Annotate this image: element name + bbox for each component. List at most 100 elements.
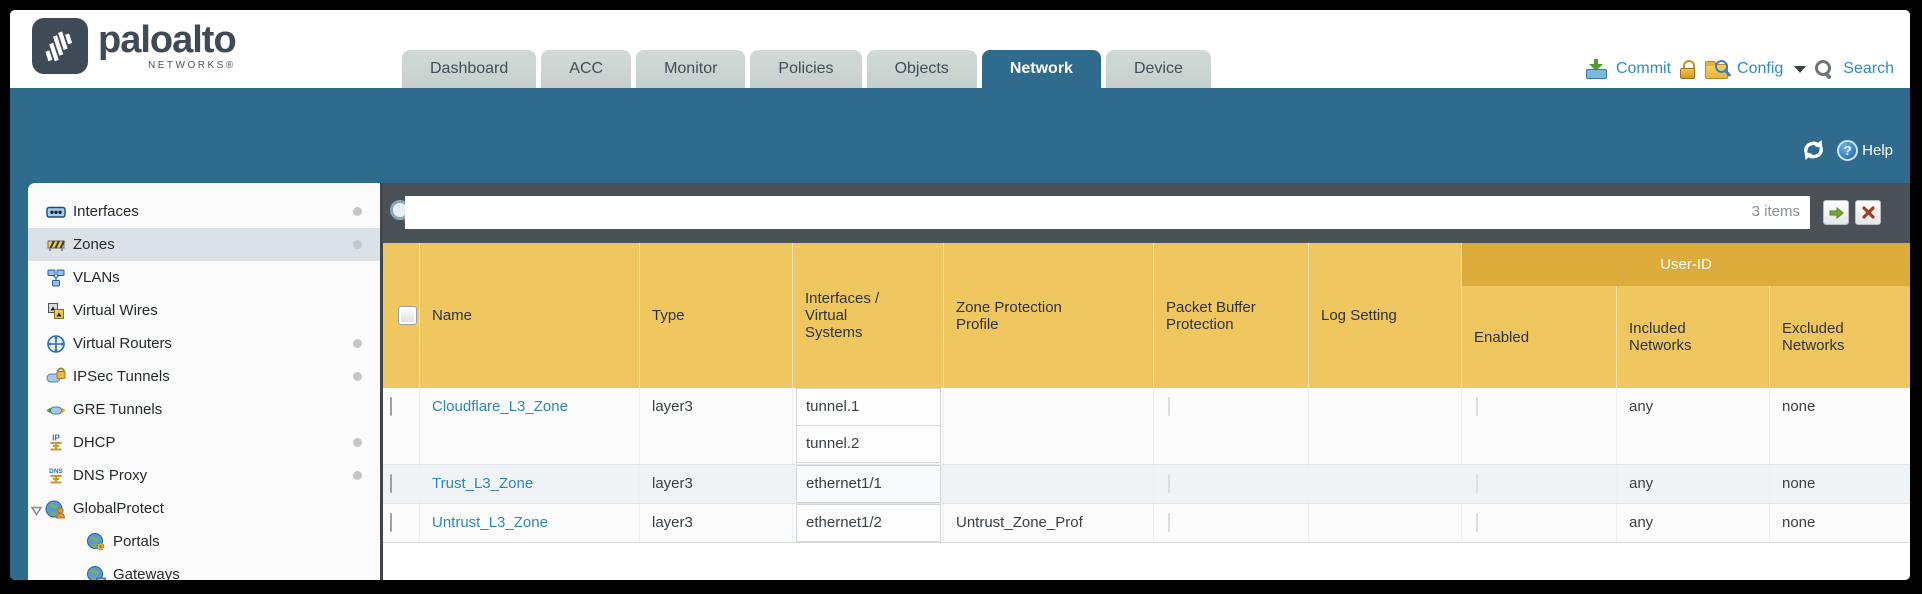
sidebar-item-virtual-wires[interactable]: Virtual Wires <box>28 294 380 327</box>
sidebar-divider <box>380 183 383 580</box>
user-id-enabled-checkbox[interactable] <box>1476 474 1478 493</box>
zone-name-cell: Trust_L3_Zone <box>420 465 640 503</box>
caret-down-icon[interactable] <box>1794 65 1807 73</box>
status-dot <box>353 471 362 480</box>
column-header-packet-buffer[interactable]: Packet Buffer Protection <box>1154 243 1309 388</box>
sidebar-item-label: Gateways <box>113 566 180 580</box>
config-link[interactable]: Config <box>1737 60 1784 77</box>
lock-icon[interactable] <box>1680 59 1696 79</box>
column-header-excluded-networks[interactable]: Excluded Networks <box>1782 320 1845 354</box>
row-checkbox[interactable] <box>390 513 392 532</box>
tab-objects[interactable]: Objects <box>866 50 977 88</box>
column-header-interfaces[interactable]: Interfaces / Virtual Systems <box>793 243 944 388</box>
sidebar-item-gateways[interactable]: Gateways <box>28 558 380 580</box>
included-networks-cell: any <box>1617 504 1770 542</box>
status-dot <box>353 339 362 348</box>
user-id-enabled-cell <box>1462 465 1617 503</box>
status-dot <box>353 438 362 447</box>
interface-entry: ethernet1/2 <box>796 504 941 542</box>
zone-protection-cell <box>944 388 1154 464</box>
zone-name-cell: Untrust_L3_Zone <box>420 504 640 542</box>
row-checkbox[interactable] <box>390 474 392 493</box>
help-button[interactable]: ? Help <box>1837 139 1893 161</box>
refresh-icon[interactable] <box>1800 138 1827 162</box>
user-id-group-header: User-ID <box>1462 243 1910 286</box>
interface-entry: tunnel.2 <box>796 425 941 463</box>
column-header-enabled[interactable]: Enabled <box>1462 286 1617 388</box>
logo-text: paloalto NETWORKS® <box>98 21 237 71</box>
sidebar-item-dhcp[interactable]: IP DHCP <box>28 426 380 459</box>
help-icon: ? <box>1837 139 1859 161</box>
config-icon <box>1705 59 1732 79</box>
sidebar-item-ipsec-tunnels[interactable]: IPSec Tunnels <box>28 360 380 393</box>
packet-buffer-checkbox[interactable] <box>1168 474 1170 493</box>
content-area: Interfaces Zones VLANs Vir <box>10 183 1910 580</box>
top-action-links: Commit Config Search <box>1585 59 1894 79</box>
top-bar: paloalto NETWORKS® Dashboard ACC Monitor… <box>10 10 1910 88</box>
search-link[interactable]: Search <box>1843 60 1894 77</box>
status-dot <box>353 240 362 249</box>
commit-link[interactable]: Commit <box>1615 60 1672 77</box>
column-header-included-networks[interactable]: Included Networks <box>1617 286 1770 388</box>
sidebar-item-label: Interfaces <box>73 203 139 220</box>
virtual-routers-icon <box>45 333 66 354</box>
sidebar-item-vlans[interactable]: VLANs <box>28 261 380 294</box>
app-window: paloalto NETWORKS® Dashboard ACC Monitor… <box>10 10 1910 580</box>
zone-name-link[interactable]: Cloudflare_L3_Zone <box>432 398 568 415</box>
sidebar-item-interfaces[interactable]: Interfaces <box>28 195 380 228</box>
sidebar-item-zones[interactable]: Zones <box>28 228 380 261</box>
user-id-enabled-checkbox[interactable] <box>1476 397 1478 416</box>
select-all-checkbox[interactable] <box>397 306 417 325</box>
tab-monitor[interactable]: Monitor <box>636 50 746 88</box>
band-actions: ? Help <box>1800 138 1893 162</box>
row-select-cell <box>383 465 420 503</box>
zone-filter-input[interactable] <box>405 196 1810 229</box>
help-label: Help <box>1862 141 1893 159</box>
column-header-zone-protection[interactable]: Zone Protection Profile <box>944 243 1154 388</box>
filter-bar: 3 items <box>383 183 1910 243</box>
tab-network[interactable]: Network <box>981 50 1101 88</box>
user-id-column-group: User-ID Enabled Included Networks Exclud… <box>1462 243 1910 388</box>
column-header-type[interactable]: Type <box>640 243 793 388</box>
zone-name-link[interactable]: Trust_L3_Zone <box>432 475 534 492</box>
column-header-log-setting[interactable]: Log Setting <box>1309 243 1462 388</box>
zone-type-cell: layer3 <box>640 388 793 464</box>
excluded-networks-cell: none <box>1782 514 1816 531</box>
tab-acc[interactable]: ACC <box>541 50 632 88</box>
interfaces-icon <box>45 201 66 222</box>
zone-name-link[interactable]: Untrust_L3_Zone <box>432 514 548 531</box>
tab-policies[interactable]: Policies <box>750 50 862 88</box>
sidebar-item-dns-proxy[interactable]: DNS DNS Proxy <box>28 459 380 492</box>
packet-buffer-checkbox[interactable] <box>1168 513 1170 532</box>
header-select-all-cell <box>383 243 420 388</box>
excluded-networks-cell: none <box>1782 475 1816 492</box>
zone-protection-cell <box>944 465 1154 503</box>
clear-filter-button[interactable] <box>1855 200 1881 225</box>
packet-buffer-checkbox[interactable] <box>1168 397 1170 416</box>
status-dot <box>353 372 362 381</box>
collapse-triangle-icon[interactable] <box>30 503 43 520</box>
apply-filter-button[interactable] <box>1823 200 1849 225</box>
red-x-icon <box>1861 206 1875 219</box>
zones-main-panel: 3 items Name Type Interfaces / Virtual S… <box>383 183 1910 580</box>
sidebar-item-virtual-routers[interactable]: Virtual Routers <box>28 327 380 360</box>
globalprotect-icon <box>45 498 66 519</box>
zone-type-cell: layer3 <box>640 465 793 503</box>
row-select-cell <box>383 504 420 542</box>
sidebar-item-globalprotect[interactable]: GlobalProtect <box>28 492 380 525</box>
tab-dashboard[interactable]: Dashboard <box>402 50 537 88</box>
included-networks-cell: any <box>1617 465 1770 503</box>
table-row: Untrust_L3_Zone layer3 ethernet1/2 Untru… <box>383 504 1910 543</box>
zone-interfaces-cell: tunnel.1 tunnel.2 <box>793 388 944 464</box>
sidebar-item-label: DNS Proxy <box>73 467 148 484</box>
sidebar-item-portals[interactable]: Portals <box>28 525 380 558</box>
user-id-enabled-checkbox[interactable] <box>1476 513 1478 532</box>
row-checkbox[interactable] <box>390 397 392 416</box>
zone-name-cell: Cloudflare_L3_Zone <box>420 388 640 464</box>
column-header-name[interactable]: Name <box>420 243 640 388</box>
sidebar-item-gre-tunnels[interactable]: GRE Tunnels <box>28 393 380 426</box>
tab-device[interactable]: Device <box>1105 50 1211 88</box>
sidebar-item-label: VLANs <box>73 269 120 286</box>
sidebar-item-label: Portals <box>113 533 160 550</box>
zone-type-cell: layer3 <box>640 504 793 542</box>
